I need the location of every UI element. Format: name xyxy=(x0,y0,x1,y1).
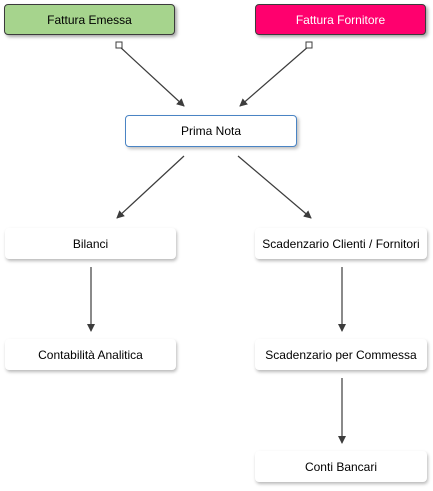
node-prima-nota[interactable]: Prima Nota xyxy=(125,115,297,147)
node-fattura-fornitore[interactable]: Fattura Fornitore xyxy=(255,4,426,35)
node-label: Contabilità Analitica xyxy=(38,347,143,362)
node-contabilita-analitica[interactable]: Contabilità Analitica xyxy=(5,339,176,370)
edge-start-square-fornitore xyxy=(305,41,313,49)
edge-start-square-emessa xyxy=(115,41,123,49)
node-label: Conti Bancari xyxy=(304,459,378,474)
node-bilanci[interactable]: Bilanci xyxy=(5,228,176,259)
edge-fornitore-to-primanota xyxy=(239,45,310,107)
node-scadenzario-clienti-fornitori[interactable]: Scadenzario Clienti / Fornitori xyxy=(255,228,427,259)
node-label: Scadenzario per Commessa xyxy=(265,347,417,362)
node-fattura-emessa[interactable]: Fattura Emessa xyxy=(4,4,175,35)
edge-primanota-to-bilanci xyxy=(116,155,185,219)
edge-emessa-to-primanota xyxy=(118,45,185,107)
node-conti-bancari[interactable]: Conti Bancari xyxy=(255,451,427,482)
node-label: Scadenzario Clienti / Fornitori xyxy=(262,236,420,251)
edge-primanota-to-scadenzario-cf xyxy=(237,155,312,219)
node-scadenzario-per-commessa[interactable]: Scadenzario per Commessa xyxy=(255,339,427,370)
node-label: Prima Nota xyxy=(180,124,242,138)
node-label: Fattura Emessa xyxy=(47,12,132,27)
node-label: Fattura Fornitore xyxy=(295,12,386,27)
node-label: Bilanci xyxy=(72,236,109,251)
